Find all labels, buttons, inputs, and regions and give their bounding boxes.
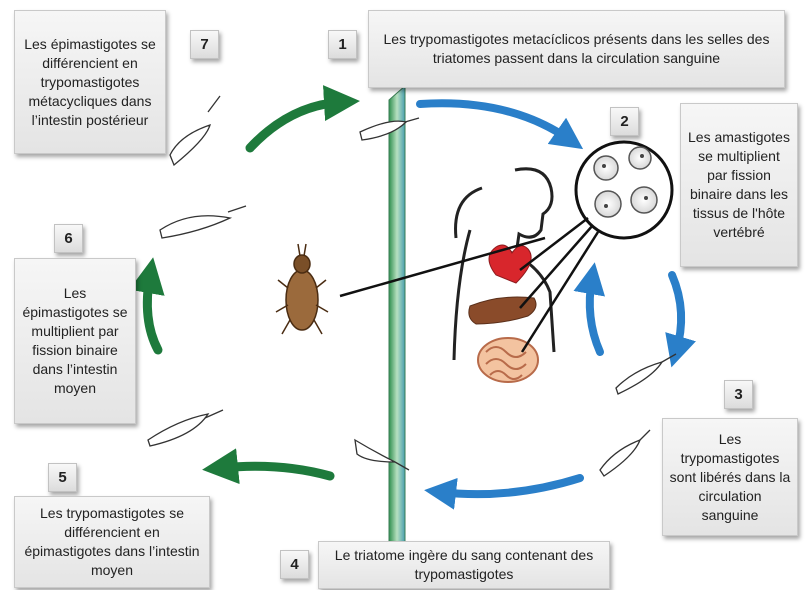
step-3-number: 3 <box>724 380 753 409</box>
step-6-number: 6 <box>54 224 83 253</box>
step-5-text: Les trypomastigotes se différencient en … <box>14 496 210 588</box>
step-1-text: Les trypomastigotes metacíclicos présent… <box>368 10 785 88</box>
heart-organ <box>489 245 531 283</box>
infected-tissue-magnified <box>576 142 672 238</box>
step-7-number: 7 <box>190 30 219 59</box>
step-3-text: Les trypomastigotes sont libérés dans la… <box>662 418 798 536</box>
step-7-text: Les épimastigotes se différencient en tr… <box>14 10 166 154</box>
intestine-organ <box>478 338 538 382</box>
triatome-bug <box>276 244 328 334</box>
step-2-text: Les amastigotes se multiplient par fissi… <box>680 103 798 267</box>
step-6-text: Les épimastigotes se multiplient par fis… <box>14 258 136 424</box>
step-4-text: Le triatome ingère du sang contenant des… <box>318 541 610 589</box>
step-5-number: 5 <box>48 463 77 492</box>
step-1-number: 1 <box>328 30 357 59</box>
host-barrier <box>389 86 405 570</box>
step-2-number: 2 <box>610 107 639 136</box>
step-4-number: 4 <box>280 550 309 579</box>
